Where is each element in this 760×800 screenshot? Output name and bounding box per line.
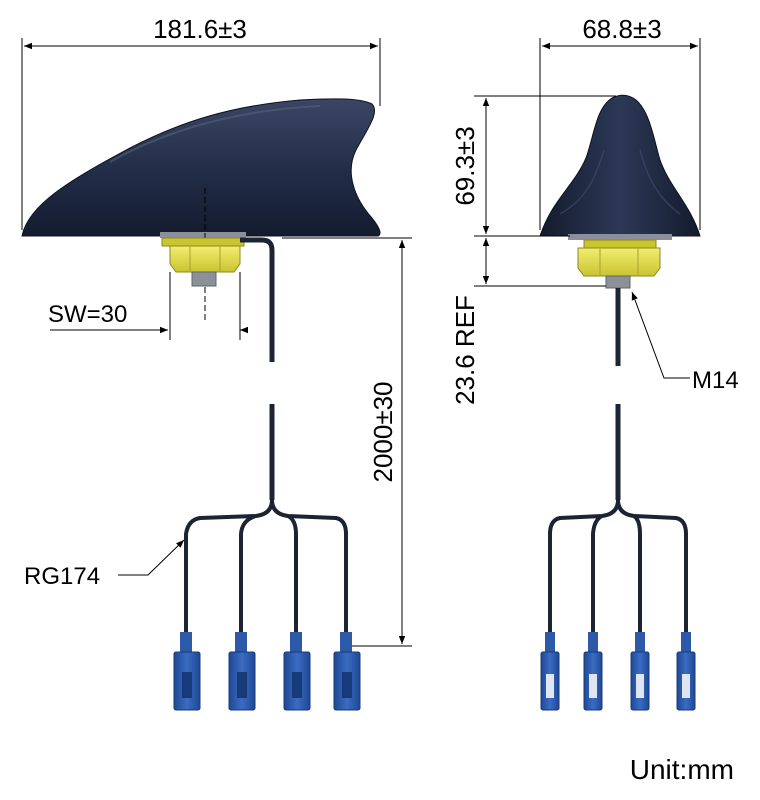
front-connectors: [540, 632, 696, 711]
side-nut: [169, 245, 241, 273]
dim-front-width: [539, 38, 701, 230]
cable-type-leader: [118, 539, 185, 576]
front-nut: [577, 247, 661, 277]
front-thread-stub: [605, 275, 631, 289]
front-connector-1: [540, 632, 560, 711]
side-washer: [161, 237, 245, 247]
cable-type-label: RG174: [24, 563, 100, 590]
thread-leader: [631, 291, 690, 379]
front-width-label: 68.8±3: [582, 14, 661, 44]
side-connectors: [173, 632, 361, 711]
dim-wrench-size: [50, 272, 248, 340]
front-connector-3: [630, 632, 650, 711]
front-base-plate: [568, 234, 672, 240]
front-dome: [539, 94, 701, 237]
front-harness: [548, 499, 688, 650]
body-height-label: 69.3±3: [450, 126, 480, 205]
front-connector-2: [583, 632, 603, 711]
dim-side-length: [21, 38, 381, 230]
mount-height-label: 23.6 REF: [450, 295, 480, 405]
unit-label: Unit:mm: [629, 754, 734, 785]
side-view: 181.6±3 SW=30 2000±30 RG174: [21, 14, 412, 711]
dim-cable-length: [282, 237, 412, 647]
side-housing-highlight: [109, 105, 321, 163]
cable-length-label: 2000±30: [368, 381, 398, 482]
side-length-label: 181.6±3: [153, 14, 247, 44]
side-housing: [21, 98, 381, 237]
wrench-size-label: SW=30: [48, 301, 127, 328]
front-washer: [583, 239, 657, 249]
side-connector-4: [333, 632, 361, 711]
side-thread-stub: [191, 271, 217, 287]
front-connector-4: [676, 632, 696, 711]
dim-heights: [474, 95, 616, 287]
side-connector-1: [173, 632, 201, 711]
thread-label: M14: [692, 367, 739, 394]
side-connector-2: [228, 632, 256, 711]
front-view: 68.8±3 69.3±3 23.6 REF M14: [450, 14, 739, 711]
side-connector-3: [283, 632, 311, 711]
side-base-plate: [160, 232, 246, 238]
side-cable-upper: [240, 237, 275, 362]
side-harness: [184, 499, 348, 650]
